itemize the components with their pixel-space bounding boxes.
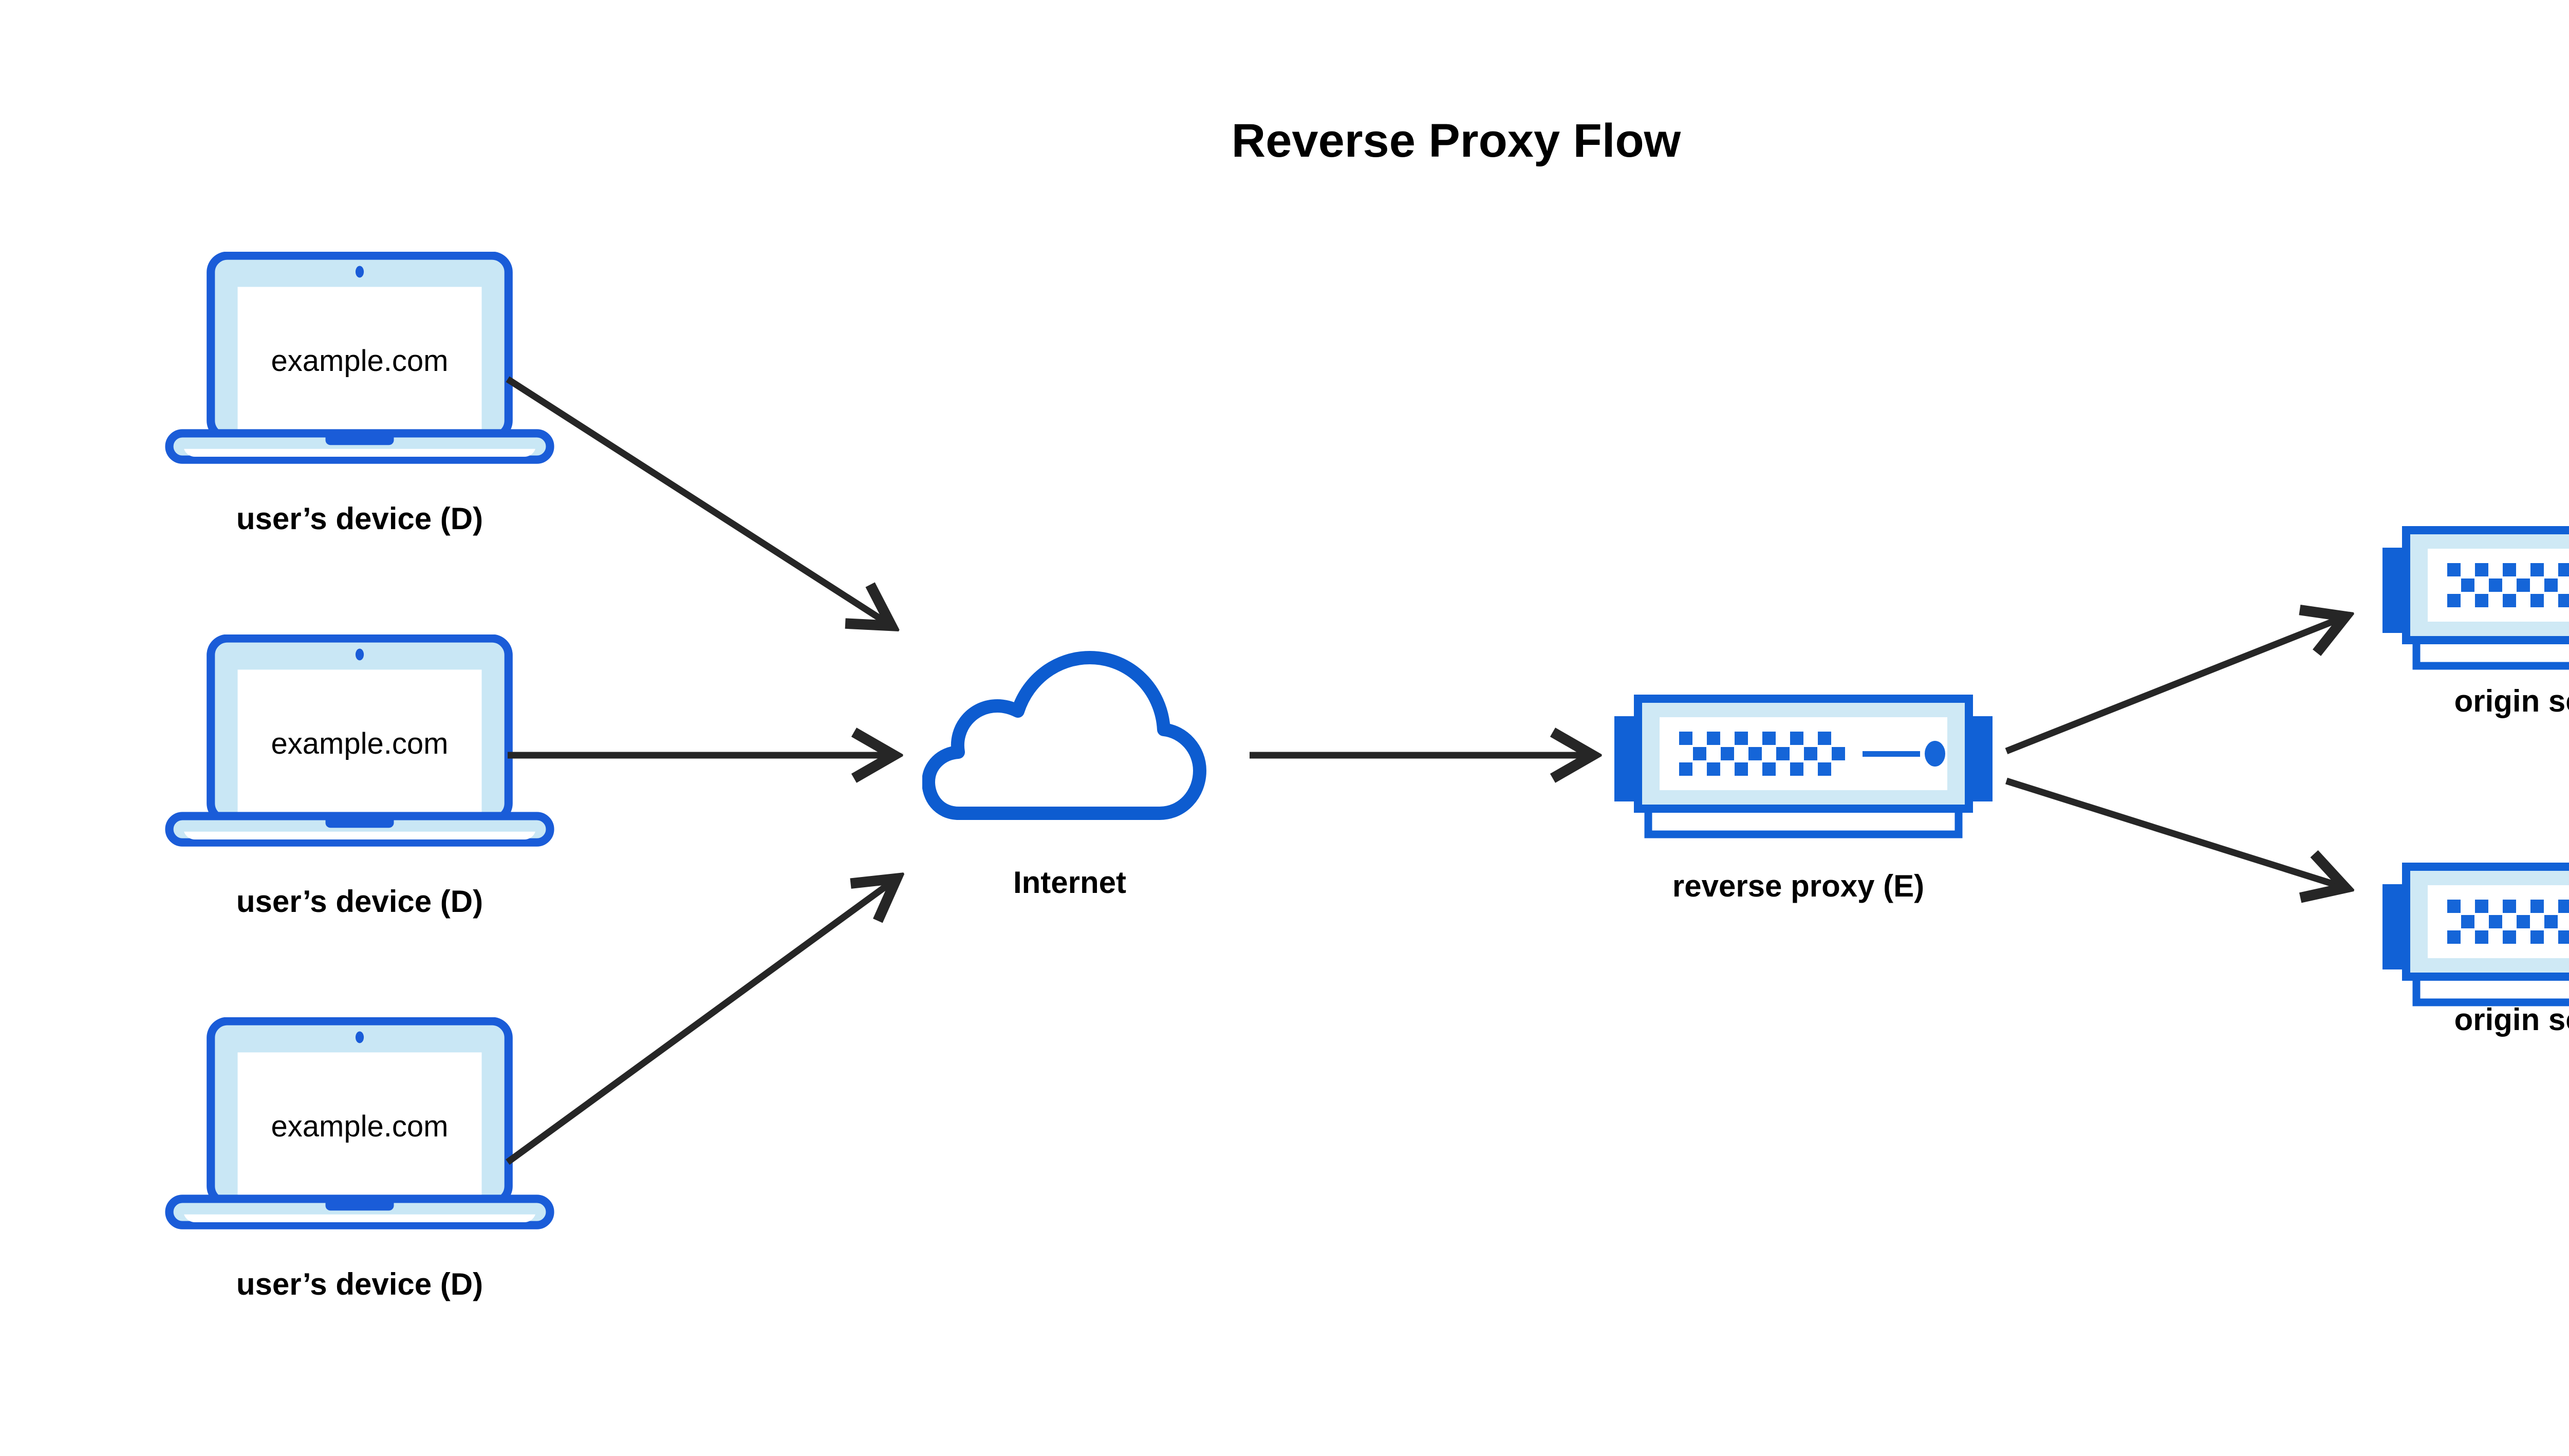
node-internet[interactable]: Internet xyxy=(928,658,1200,900)
edge-proxy-to-origin1 xyxy=(2005,617,2345,755)
node-origin-2[interactable]: origin server (F) xyxy=(2382,867,2569,1037)
laptop-screen-url: example.com xyxy=(271,727,449,760)
laptop-screen-url: example.com xyxy=(271,344,449,378)
node-label-client-1: user’s device (D) xyxy=(236,501,483,536)
node-origin-1[interactable]: origin server (F) xyxy=(2382,530,2569,718)
laptop-screen-url: example.com xyxy=(271,1110,449,1143)
edge-client1-to-internet xyxy=(506,376,891,626)
server-icon xyxy=(1614,699,1993,834)
node-label-origin-1: origin server (F) xyxy=(2454,684,2569,718)
node-client-3[interactable]: example.com user’s device (D) xyxy=(170,1021,550,1301)
node-label-client-3: user’s device (D) xyxy=(236,1267,483,1301)
node-label-internet: Internet xyxy=(1013,865,1126,900)
node-client-1[interactable]: example.com user’s device (D) xyxy=(170,256,550,536)
node-reverse-proxy[interactable]: reverse proxy (E) xyxy=(1614,699,1993,903)
node-label-reverse-proxy: reverse proxy (E) xyxy=(1672,869,1924,903)
edge-proxy-to-origin2 xyxy=(2005,777,2345,888)
node-label-origin-2: origin server (F) xyxy=(2454,1002,2569,1037)
page-title: Reverse Proxy Flow xyxy=(1232,115,1681,167)
edge-client3-to-internet xyxy=(506,879,897,1165)
node-client-2[interactable]: example.com user’s device (D) xyxy=(170,639,550,919)
node-label-client-2: user’s device (D) xyxy=(236,884,483,919)
